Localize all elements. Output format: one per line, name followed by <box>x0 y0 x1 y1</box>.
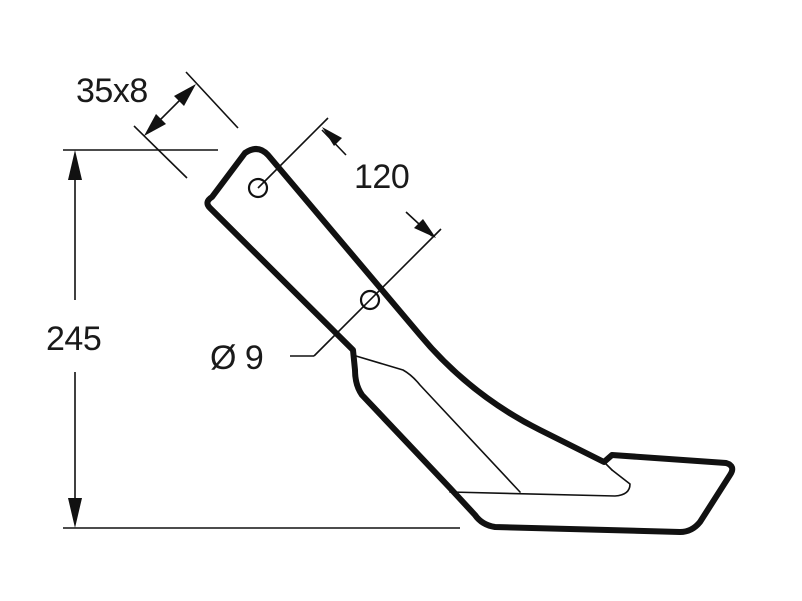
hole-diameter-label: Ø 9 <box>210 339 264 377</box>
section-arrowhead-bottom <box>144 114 166 136</box>
section-extension-top <box>185 71 239 129</box>
hole-spacing-extension-bottom <box>313 228 442 357</box>
hole-spacing-arrowhead-bottom <box>414 219 436 238</box>
height-dimension-label: 245 <box>46 320 102 358</box>
tip-step-line <box>603 461 613 471</box>
edge-line <box>449 469 631 497</box>
hole-spacing-arrowhead-top <box>322 127 342 146</box>
hole-spacing-dimension-label: 120 <box>354 158 410 196</box>
height-arrowhead-bottom <box>68 498 82 528</box>
bevel-line <box>355 355 521 493</box>
part-outline <box>204 146 736 535</box>
section-arrowhead-top <box>174 84 196 106</box>
height-arrowhead-top <box>68 150 82 180</box>
hole-spacing-extension-top <box>257 117 329 189</box>
section-extension-bottom <box>133 125 188 179</box>
section-dimension-label: 35x8 <box>76 72 148 110</box>
